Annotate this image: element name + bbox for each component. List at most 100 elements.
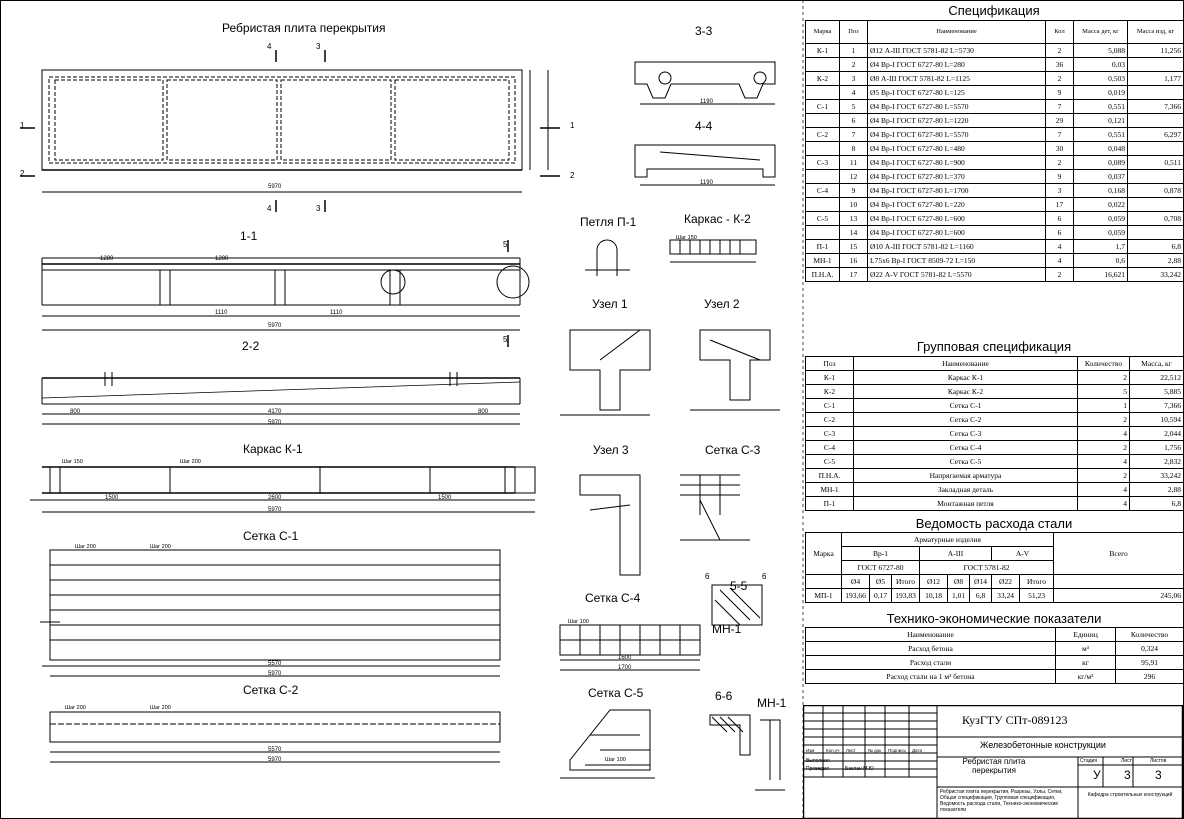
tep-cell: Расход стали на 1 м³ бетона bbox=[805, 669, 1056, 684]
dim-label: 5970 bbox=[268, 507, 282, 513]
spec-cell: 7 bbox=[1045, 127, 1074, 142]
spec-cell bbox=[1127, 169, 1184, 184]
cut-mark: 4 bbox=[267, 204, 272, 213]
group-spec-cell: 33,242 bbox=[1129, 468, 1184, 483]
spec-cell bbox=[1127, 85, 1184, 100]
spec-cell: 0,089 bbox=[1073, 155, 1128, 170]
spec-cell: 0,037 bbox=[1073, 169, 1128, 184]
spec-cell bbox=[805, 141, 840, 156]
group-spec-cell: Монтажная петля bbox=[853, 496, 1078, 511]
karkas-k1 bbox=[30, 466, 536, 513]
group-spec-cell: К-2 bbox=[805, 384, 854, 399]
steel-col-header: Ø5 bbox=[869, 574, 892, 589]
tep-cell: Расход бетона bbox=[805, 641, 1056, 656]
cut-mark: 2 bbox=[20, 169, 25, 178]
spec-cell: 2,88 bbox=[1127, 253, 1184, 268]
step-label: Шаг 150 bbox=[676, 235, 697, 241]
steel-cell: 6,8 bbox=[969, 588, 992, 603]
steel-col-header: Итого bbox=[1018, 574, 1055, 589]
spec-cell bbox=[805, 225, 840, 240]
stamp-col-header: Лист bbox=[846, 748, 856, 753]
steel-cell: 51,23 bbox=[1018, 588, 1055, 603]
section-6-6 bbox=[709, 714, 751, 756]
stamp-code: КузГТУ СПт-089123 bbox=[962, 713, 1068, 727]
plan-view bbox=[20, 50, 560, 212]
spec-cell: Ø4 Вр-I ГОСТ 6727-80 L=220 bbox=[867, 197, 1046, 212]
spec-cell: 17 bbox=[1045, 197, 1074, 212]
steel-cell: 0,17 bbox=[869, 588, 892, 603]
dim-label: 5570 bbox=[268, 661, 282, 667]
steel-gost-2: ГОСТ 5781-82 bbox=[918, 560, 1055, 575]
steel-cell: 193,66 bbox=[841, 588, 870, 603]
dim-label: 1500 bbox=[438, 495, 452, 501]
group-spec-cell: Сетка С-2 bbox=[853, 412, 1078, 427]
spec-cell: 0,503 bbox=[1073, 71, 1128, 86]
cut-mark: 3 bbox=[316, 204, 321, 213]
steel-table: Марка Арматурные изделия Всего Вр-1 А-II… bbox=[805, 532, 1184, 603]
stamp-col-header: Кол.уч bbox=[826, 748, 840, 753]
stamp-col-header: Подпись bbox=[888, 748, 906, 753]
stamp-stage-header: Стадия bbox=[1080, 758, 1098, 764]
steel-cell: 33,24 bbox=[991, 588, 1020, 603]
stamp-col-header: № док bbox=[868, 748, 882, 753]
spec-cell: 11,256 bbox=[1127, 43, 1184, 58]
group-spec-cell: С-1 bbox=[805, 398, 854, 413]
dim-label: 5970 bbox=[268, 420, 282, 426]
stamp-col-header: Изм bbox=[806, 748, 815, 753]
step-label: Шаг 100 bbox=[568, 619, 589, 625]
uzel-1 bbox=[560, 329, 651, 416]
group-spec-cell: 6,8 bbox=[1129, 496, 1184, 511]
spec-header: Поз bbox=[839, 20, 868, 44]
spec-cell: 0,048 bbox=[1073, 141, 1128, 156]
group-spec-cell: 2 bbox=[1077, 468, 1130, 483]
tep-header: Наименование bbox=[805, 627, 1056, 642]
loop-p1 bbox=[585, 239, 630, 276]
spec-cell: К-2 bbox=[805, 71, 840, 86]
step-label: Шаг 150 bbox=[62, 459, 83, 465]
spec-cell: С-3 bbox=[805, 155, 840, 170]
spec-cell: 16,621 bbox=[1073, 267, 1128, 282]
spec-cell: 0,019 bbox=[1073, 85, 1128, 100]
spec-cell: 6 bbox=[1045, 225, 1074, 240]
spec-header: Марка bbox=[805, 20, 840, 44]
spec-cell: 1,177 bbox=[1127, 71, 1184, 86]
cut-mark: 2 bbox=[570, 171, 575, 180]
spec-cell bbox=[1127, 225, 1184, 240]
dim-label: 1280 bbox=[215, 256, 229, 262]
group-spec-cell: Напрягаемая арматура bbox=[853, 468, 1078, 483]
spec-header: Масса дет, кг bbox=[1073, 20, 1128, 44]
steel-col-header: Ø22 bbox=[991, 574, 1020, 589]
section-2-2-title: 2-2 bbox=[242, 339, 260, 353]
spec-cell: 1 bbox=[839, 43, 868, 58]
section-6-6-title: 6-6 bbox=[715, 689, 733, 703]
cut-mark: 1 bbox=[20, 121, 25, 130]
step-label: Шаг 200 bbox=[180, 459, 201, 465]
spec-cell bbox=[805, 113, 840, 128]
karkas-k1-title: Каркас К-1 bbox=[243, 442, 303, 456]
group-spec-cell: 10,594 bbox=[1129, 412, 1184, 427]
step-label: Шаг 200 bbox=[150, 544, 171, 550]
setka-c3 bbox=[680, 474, 750, 541]
group-spec-cell: Сетка С-3 bbox=[853, 426, 1078, 441]
spec-cell: 4 bbox=[839, 85, 868, 100]
step-label: Шаг 200 bbox=[65, 705, 86, 711]
section-5-5 bbox=[711, 584, 763, 626]
section-4-4-title: 4-4 bbox=[695, 119, 713, 133]
spec-cell bbox=[1127, 113, 1184, 128]
spec-cell bbox=[1127, 57, 1184, 72]
spec-cell: Ø4 Вр-I ГОСТ 6727-80 L=1220 bbox=[867, 113, 1046, 128]
spec-cell: 7,366 bbox=[1127, 99, 1184, 114]
steel-col-header: Итого bbox=[891, 574, 920, 589]
uzel-2 bbox=[690, 329, 780, 411]
